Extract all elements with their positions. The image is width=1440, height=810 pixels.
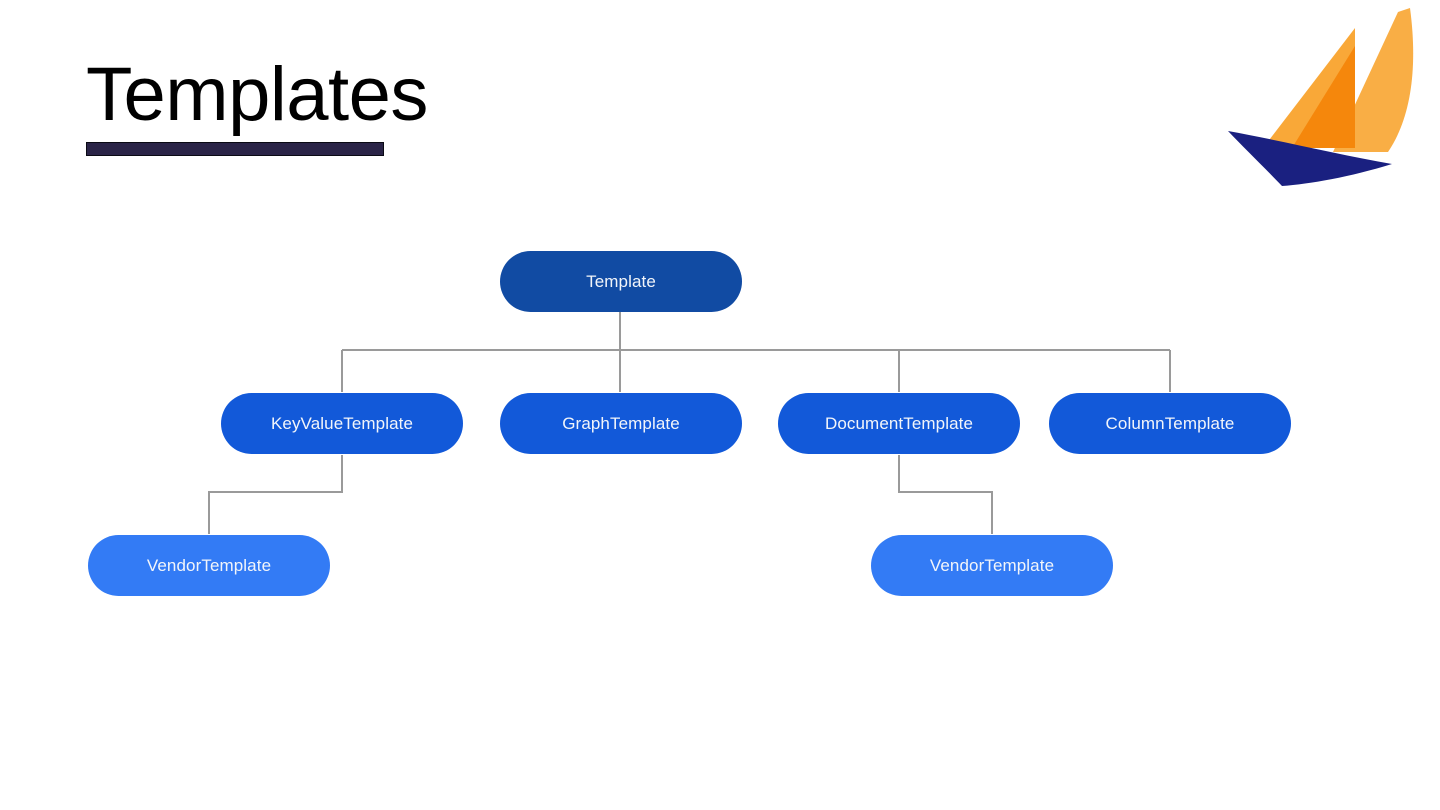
node-label: KeyValueTemplate — [270, 413, 414, 433]
node-vendortemplate-keyvalue[interactable]: VendorTemplate — [88, 535, 330, 596]
node-label: ColumnTemplate — [1105, 413, 1235, 433]
hull — [1228, 131, 1392, 186]
title-underline — [86, 142, 384, 156]
node-label: Template — [586, 271, 656, 291]
node-keyvaluetemplate[interactable]: KeyValueTemplate — [221, 393, 463, 454]
edge-documenttemplate-vendortemplate — [898, 455, 993, 534]
node-label: VendorTemplate — [929, 555, 1055, 575]
sailboat-logo — [1222, 6, 1418, 194]
node-documenttemplate[interactable]: DocumentTemplate — [778, 393, 1020, 454]
node-template[interactable]: Template — [500, 251, 742, 312]
node-label: DocumentTemplate — [824, 413, 974, 433]
edge-keyvaluetemplate-vendortemplate — [208, 455, 343, 534]
node-vendortemplate-document[interactable]: VendorTemplate — [871, 535, 1113, 596]
page-title: Templates — [86, 52, 428, 137]
node-label: GraphTemplate — [562, 413, 680, 433]
title-block: Templates — [86, 52, 706, 156]
node-graphtemplate[interactable]: GraphTemplate — [500, 393, 742, 454]
sail-deep — [1292, 46, 1355, 148]
node-label: VendorTemplate — [146, 555, 272, 575]
node-columntemplate[interactable]: ColumnTemplate — [1049, 393, 1291, 454]
